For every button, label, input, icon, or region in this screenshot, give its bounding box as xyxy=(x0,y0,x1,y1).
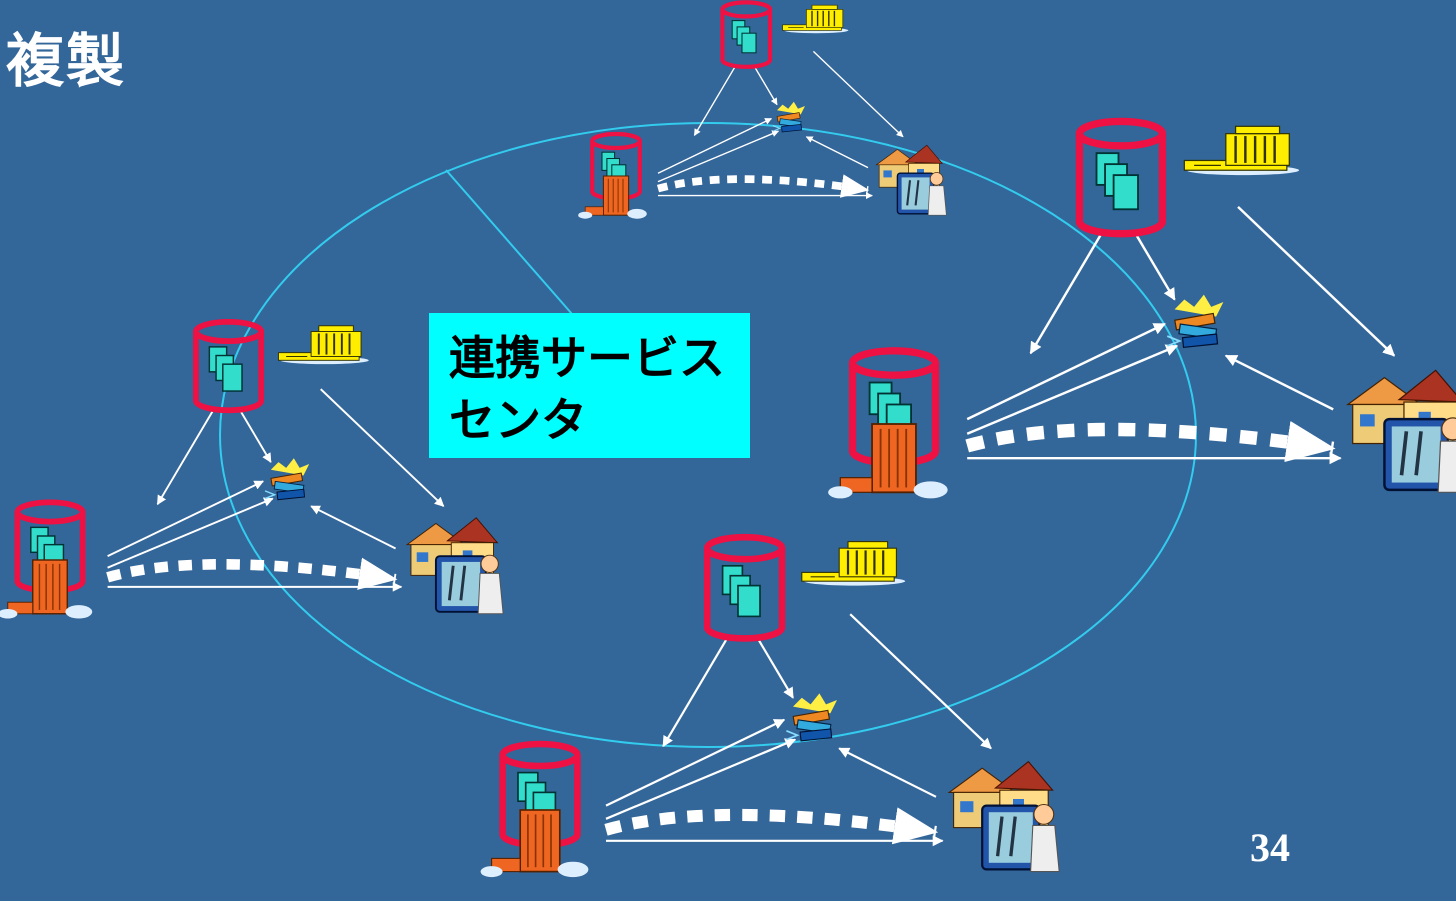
center-label: 連携サービス センタ xyxy=(449,331,725,447)
page-number: 34 xyxy=(1250,825,1290,870)
ring-callout-line xyxy=(445,169,573,315)
cluster-top xyxy=(578,2,946,218)
cluster-bottom xyxy=(481,537,1060,877)
federation-ring xyxy=(219,122,1197,748)
slide-title: 複製 xyxy=(6,27,127,95)
center-box: 連携サービス センタ xyxy=(429,313,750,458)
cluster-left xyxy=(0,322,503,619)
